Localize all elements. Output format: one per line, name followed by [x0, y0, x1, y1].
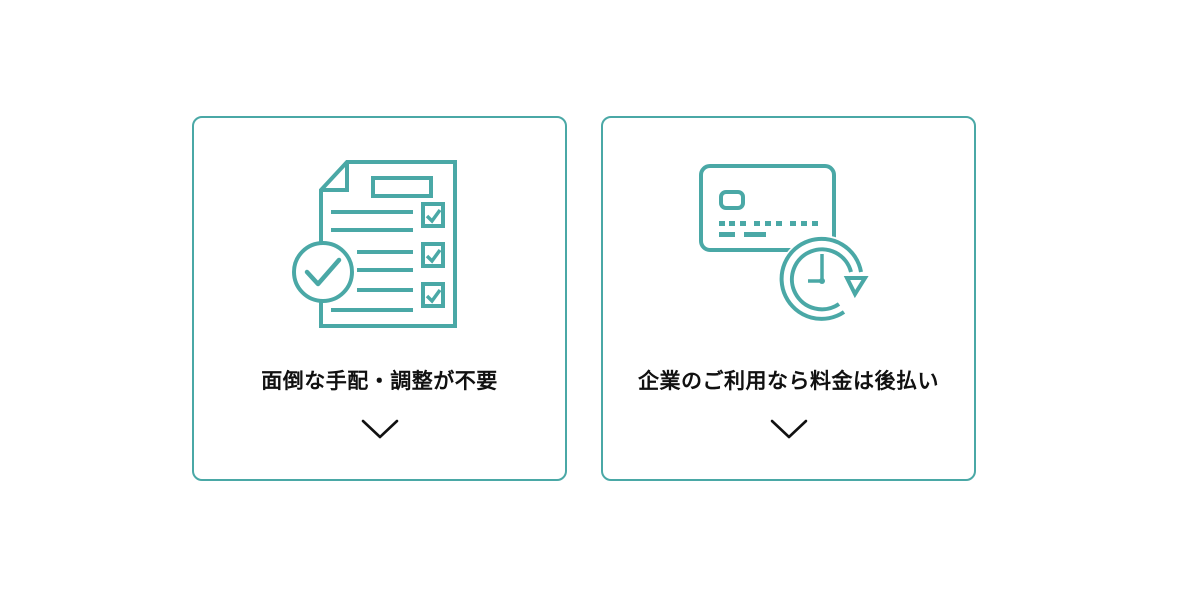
- feature-card-no-arrangement[interactable]: 面倒な手配・調整が不要: [192, 116, 567, 481]
- feature-title: 企業のご利用なら料金は後払い: [638, 369, 939, 393]
- checklist-document-icon: [194, 154, 565, 334]
- chevron-down-icon[interactable]: [770, 418, 808, 440]
- credit-card-clock-icon: [603, 154, 974, 334]
- feature-card-deferred-payment[interactable]: 企業のご利用なら料金は後払い: [601, 116, 976, 481]
- chevron-down-icon[interactable]: [361, 418, 399, 440]
- feature-title: 面倒な手配・調整が不要: [261, 369, 498, 393]
